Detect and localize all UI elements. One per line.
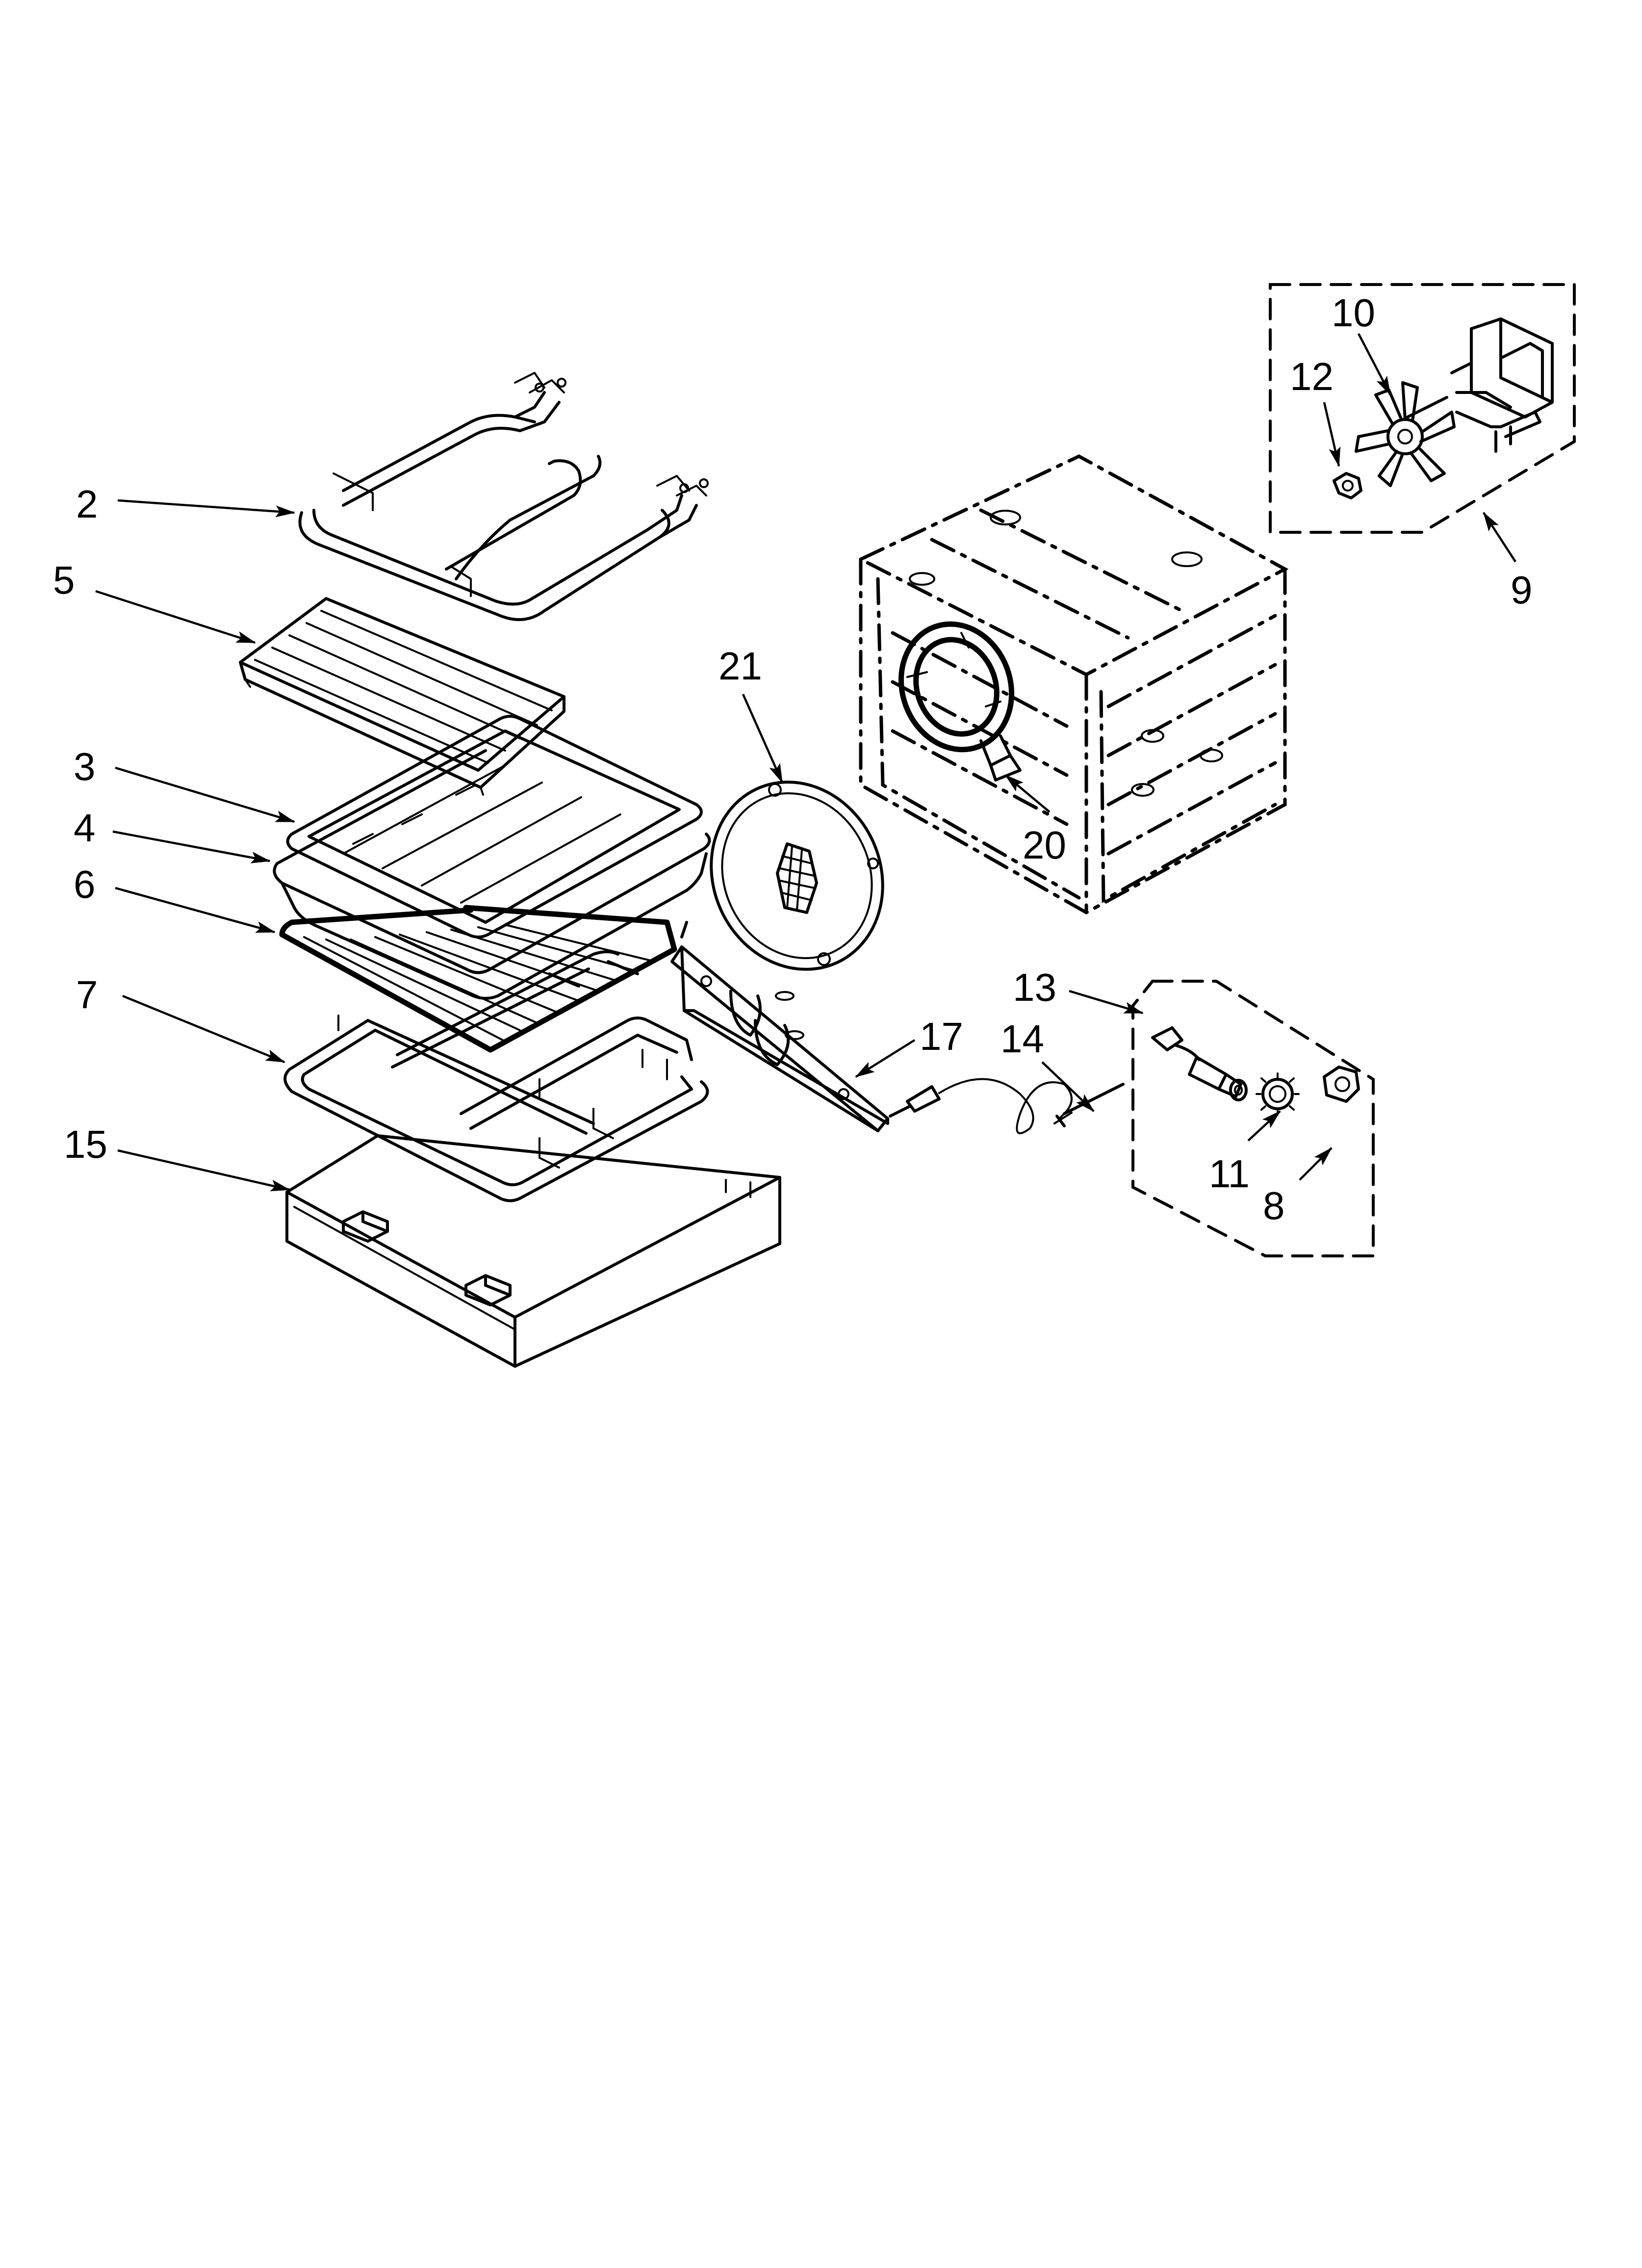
callout-20: 20 [1023, 823, 1066, 867]
broil-pan-rack [286, 715, 703, 938]
broil-pan [273, 749, 711, 1000]
bake-element-cover [285, 1134, 781, 1368]
callout-6: 6 [74, 862, 96, 906]
callout-12: 12 [1290, 355, 1334, 398]
fan-assembly-group [1269, 283, 1576, 534]
callout-21: 21 [718, 644, 762, 688]
lock-washer [1256, 1072, 1300, 1116]
callout-3: 3 [74, 745, 96, 788]
light-socket [1151, 1026, 1248, 1101]
callout-8: 8 [1263, 1184, 1285, 1227]
fan-motor [1406, 317, 1554, 453]
callout-9: 9 [1511, 568, 1533, 612]
broil-element [298, 372, 709, 621]
callout-5: 5 [53, 558, 75, 602]
bake-element [283, 950, 709, 1202]
fan-blade [1355, 381, 1456, 487]
callout-10: 10 [1332, 291, 1375, 335]
callout-13: 13 [1013, 965, 1056, 1009]
leader-lines [95, 333, 1516, 1192]
callout-2: 2 [76, 482, 98, 526]
callout-11: 11 [1209, 1152, 1250, 1196]
fan-nut [1333, 472, 1362, 499]
callout-labels: 2 5 3 4 6 7 15 21 20 17 13 14 11 8 10 12… [53, 291, 1533, 1227]
oven-rack [279, 905, 688, 1053]
light-assembly-group [1131, 980, 1375, 1257]
callout-17: 17 [920, 1015, 963, 1058]
callout-4: 4 [74, 806, 96, 850]
callout-14: 14 [1001, 1017, 1044, 1061]
convection-fan-cover [710, 781, 884, 971]
callout-7: 7 [76, 973, 98, 1017]
callout-15: 15 [64, 1122, 107, 1166]
broil-pan-grid [239, 597, 565, 796]
hex-nut [1323, 1066, 1360, 1103]
oven-cavity-outline [857, 454, 1289, 915]
element-bracket [670, 945, 889, 1132]
